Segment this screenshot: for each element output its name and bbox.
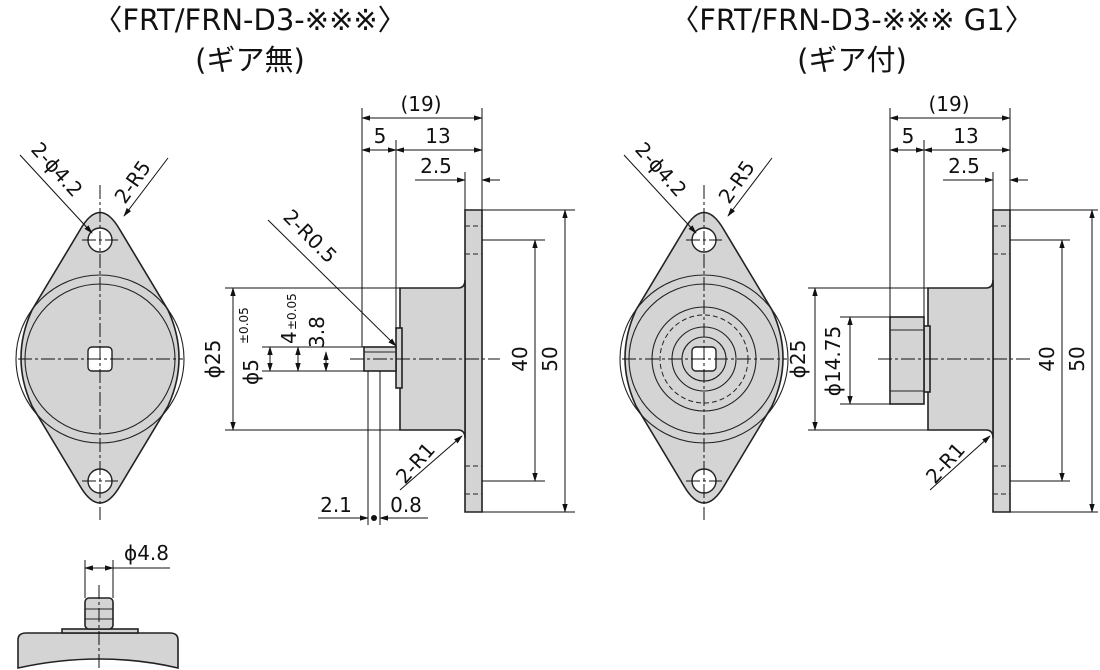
dim-hole-pitch: 40 [508, 346, 532, 371]
left-side-flange [464, 209, 483, 513]
right-side-gear [889, 316, 925, 405]
dim-flat-width: 4 [277, 331, 301, 344]
dim-flat-depth: 3.8 [305, 316, 329, 348]
right-hole-leader [623, 154, 697, 234]
edge-radius-leader [267, 219, 397, 347]
dim-flat-tolerance: ±0.05 [285, 293, 299, 330]
r-dim-body-length: 13 [953, 124, 978, 148]
left-radius-leader [123, 157, 169, 217]
left-end-radius-label: 2-R5 [109, 156, 155, 208]
left-subtitle: (ギア無) [195, 43, 305, 77]
fillet-radius-label: 2-R1 [391, 438, 440, 489]
detail-shaft-diameter: ϕ4.8 [124, 541, 169, 565]
dim-body-length: 13 [425, 124, 450, 148]
left-hole-leader [19, 154, 93, 234]
right-subtitle: (ギア付) [797, 43, 907, 77]
r-dim-shaft-length: 5 [902, 124, 915, 148]
right-end-radius-label: 2-R5 [713, 156, 759, 208]
dim-gap-a: 2.1 [320, 493, 352, 517]
left-title: 〈FRT/FRN-D3-※※※〉 [93, 3, 406, 37]
edge-radius-label: 2-R0.5 [278, 205, 341, 268]
detail-base [17, 632, 179, 670]
r-dim-flange-thickness: 2.5 [948, 154, 980, 178]
dim-dot [371, 515, 377, 521]
right-holes-label: 2-ϕ4.2 [630, 137, 691, 201]
dim-flange-thickness: 2.5 [420, 154, 452, 178]
fillet-leader [399, 435, 463, 491]
right-title: 〈FRT/FRN-D3-※※※ G1〉 [670, 3, 1033, 37]
r-fillet-leader [929, 435, 991, 491]
right-side-view: (19) 5 13 2.5 ϕ25 ϕ14.75 40 50 2-R1 [786, 92, 1098, 513]
right-side-flange [992, 209, 1011, 513]
dim-body-diameter: ϕ25 [201, 340, 225, 379]
dim-overall-depth: (19) [400, 92, 441, 116]
left-side-view: (19) 5 13 2.5 2-R0.5 ϕ25 ϕ5 ±0.05 4 ±0.0… [201, 92, 575, 525]
left-holes-label: 2-ϕ4.2 [26, 137, 87, 201]
r-dim-hole-pitch: 40 [1035, 346, 1059, 371]
left-side-boss [395, 327, 403, 389]
dim-shaft-length: 5 [374, 124, 387, 148]
dim-shaft-tolerance: ±0.05 [237, 307, 251, 344]
r-fillet-radius-label: 2-R1 [921, 438, 970, 489]
right-radius-leader [727, 157, 773, 217]
dim-shaft-diameter: ϕ5 [239, 359, 263, 385]
dim-flange-length: 50 [538, 346, 562, 371]
right-front-view: 2-ϕ4.2 2-R5 [619, 137, 789, 520]
dim-gap-b: 0.8 [390, 493, 422, 517]
r-dim-overall-depth: (19) [928, 92, 969, 116]
shaft-detail-view: ϕ4.8 [17, 541, 179, 670]
left-front-view: 2-ϕ4.2 2-R5 [15, 137, 185, 520]
r-dim-flange-length: 50 [1065, 346, 1089, 371]
r-dim-body-diameter: ϕ25 [786, 340, 810, 379]
r-dim-gear-diameter: ϕ14.75 [821, 326, 845, 396]
